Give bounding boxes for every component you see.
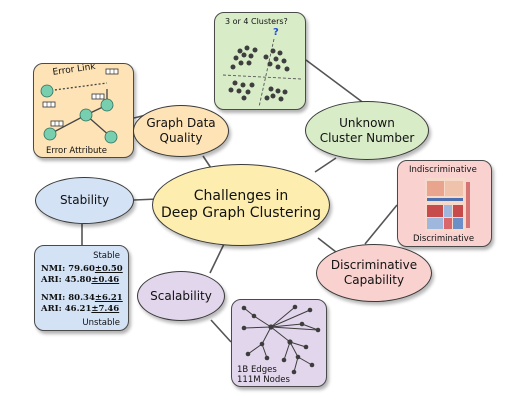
similarity-heatmap-illustration — [425, 178, 470, 232]
graph-node — [79, 108, 93, 122]
attribute-icon — [42, 101, 56, 108]
discriminative-label: Discriminative — [413, 234, 475, 244]
unstable-label: Unstable — [82, 318, 120, 328]
connector-scalability-panel — [210, 319, 232, 343]
cluster-panel: 3 or 4 Clusters? ? — [214, 12, 306, 110]
stable-nmi-row: NMI: 79.60±0.50 — [41, 264, 123, 274]
unknown-cluster-number-label: Unknown Cluster Number — [319, 115, 415, 145]
large-graph-panel: 1B Edges 111M Nodes — [231, 299, 327, 387]
error-graph-illustration — [40, 68, 119, 144]
challenge-scalability: Scalability — [137, 271, 225, 321]
attribute-icon — [50, 120, 64, 127]
cluster-scatter-illustration — [222, 38, 302, 108]
stable-ari-row: ARI: 45.80±0.46 — [41, 275, 120, 285]
connector-cluster-panel — [305, 59, 366, 105]
challenge-unknown-cluster-number: Unknown Cluster Number — [305, 101, 429, 160]
stable-label: Stable — [93, 251, 120, 261]
scalability-label: Scalability — [150, 288, 212, 303]
challenge-graph-data-quality: Graph Data Quality — [133, 105, 229, 157]
cluster-question-mark: ? — [273, 27, 279, 38]
large-graph-illustration — [241, 304, 321, 375]
graph-node — [100, 98, 114, 112]
connector-scalability — [209, 243, 225, 274]
nodes-count-label: 111M Nodes — [237, 375, 290, 385]
central-topic-label: Challenges in Deep Graph Clustering — [160, 187, 322, 221]
edges-count-label: 1B Edges — [237, 365, 277, 375]
connector-discriminative — [317, 237, 337, 253]
discriminative-panel: Indiscriminative Discriminative — [397, 160, 492, 247]
graph-data-quality-label: Graph Data Quality — [146, 116, 216, 145]
indiscriminative-label: Indiscriminative — [409, 165, 477, 175]
stability-results-panel: Stable NMI: 79.60±0.50 ARI: 45.80±0.46 N… — [34, 245, 129, 331]
central-topic: Challenges in Deep Graph Clustering — [152, 164, 330, 246]
challenge-discriminative-capability: Discriminative Capability — [316, 244, 432, 302]
connector-unknown-cluster-number — [314, 157, 337, 173]
graph-quality-panel: Error Link Error Attribute — [33, 63, 134, 158]
attribute-icon — [105, 68, 119, 75]
graph-node — [104, 130, 118, 144]
graph-node — [43, 127, 57, 141]
discriminative-capability-label: Discriminative Capability — [330, 258, 418, 287]
unstable-nmi-row: NMI: 80.34±6.21 — [41, 293, 123, 303]
attribute-icon — [91, 93, 105, 100]
challenge-stability: Stability — [35, 177, 134, 224]
cluster-question-text: 3 or 4 Clusters? — [225, 17, 288, 26]
graph-node — [40, 84, 54, 98]
unstable-ari-row: ARI: 46.21±7.46 — [41, 304, 120, 314]
connector-discriminative-panel — [364, 204, 398, 245]
error-attribute-label: Error Attribute — [46, 146, 107, 156]
stability-label: Stability — [59, 193, 110, 208]
